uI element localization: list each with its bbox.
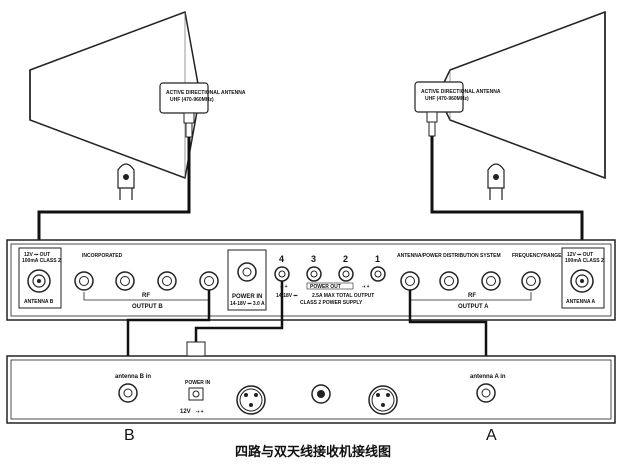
receiver-polarity: -◐+ xyxy=(196,409,204,415)
frequency-label: FREQUENCYRANGE: 450-970MHz xyxy=(512,253,594,259)
port-number-2: 2 xyxy=(343,254,348,264)
port-number-4: 4 xyxy=(279,254,284,264)
receiver-voltage-label: 12V xyxy=(180,409,191,415)
receiver-power-in-label: POWER IN xyxy=(185,380,211,386)
output-b-label: OUTPUT B xyxy=(132,304,163,310)
label-a: A xyxy=(486,427,497,444)
label-b: B xyxy=(124,427,135,444)
polarity-right: -◐+ xyxy=(362,284,370,290)
distributor-unit: 12V ⎓ OUT 100mA CLASS 2 ANTENNA B INCORP… xyxy=(6,239,616,321)
receiver-cables xyxy=(126,281,488,382)
receiver-unit: antenna B in POWER IN 12V -◐+ antenna A … xyxy=(6,341,616,424)
left-out-label-2: 100mA CLASS 2 xyxy=(22,258,61,264)
dc-spec: 14-18V ⎓ xyxy=(276,293,298,299)
class2-label: CLASS 2 POWER SUPPLY xyxy=(300,300,363,306)
right-out-label-1: 12V ⎓ OUT xyxy=(567,252,593,258)
right-antenna: ACTIVE DIRECTIONAL ANTENNA UHF (470-960M… xyxy=(414,10,606,200)
left-antenna-label-2: UHF (470-960MHz) xyxy=(170,97,214,103)
port-number-3: 3 xyxy=(311,254,316,264)
antenna-a-in-label: antenna A in xyxy=(470,374,506,380)
incorporated-label: INCORPORATED xyxy=(82,253,123,259)
left-antenna: ACTIVE DIRECTIONAL ANTENNA UHF (470-960M… xyxy=(29,10,246,200)
power-in-spec: 14-18V ⎓ 3.0 A xyxy=(230,301,265,307)
antenna-cables xyxy=(37,136,584,248)
antenna-a-label: ANTENNA A xyxy=(566,299,595,305)
right-antenna-label-1: ACTIVE DIRECTIONAL ANTENNA xyxy=(421,89,501,95)
rf-label-b: RF xyxy=(142,293,150,299)
right-out-label-2: 100mA CLASS 2 xyxy=(565,258,604,264)
antenna-b-in-label: antenna B in xyxy=(115,374,151,380)
right-antenna-label-2: UHF (470-960MHz) xyxy=(425,96,469,102)
system-label: ANTENNA/POWER DISTRIBUTION SYSTEM xyxy=(397,253,501,259)
antenna-b-label: ANTENNA B xyxy=(24,299,54,305)
power-output-ports: 4 3 2 1 xyxy=(274,254,386,282)
rf-label-a: RF xyxy=(468,293,476,299)
rf-output-a-jacks xyxy=(400,271,541,291)
polarity-left: -◐+ xyxy=(280,284,288,290)
rf-output-b-jacks xyxy=(74,271,219,291)
left-antenna-label-1: ACTIVE DIRECTIONAL ANTENNA xyxy=(166,90,246,96)
left-out-label-1: 12V ⎓ OUT xyxy=(24,252,50,258)
power-in-label: POWER IN xyxy=(232,294,262,300)
power-out-label: POWER OUT xyxy=(310,284,341,290)
output-a-label: OUTPUT A xyxy=(458,304,489,310)
max-total-label: 2.5A MAX TOTAL OUTPUT xyxy=(312,293,374,299)
port-number-1: 1 xyxy=(375,254,380,264)
diagram-caption: 四路与双天线接收机接线图 xyxy=(235,444,391,460)
